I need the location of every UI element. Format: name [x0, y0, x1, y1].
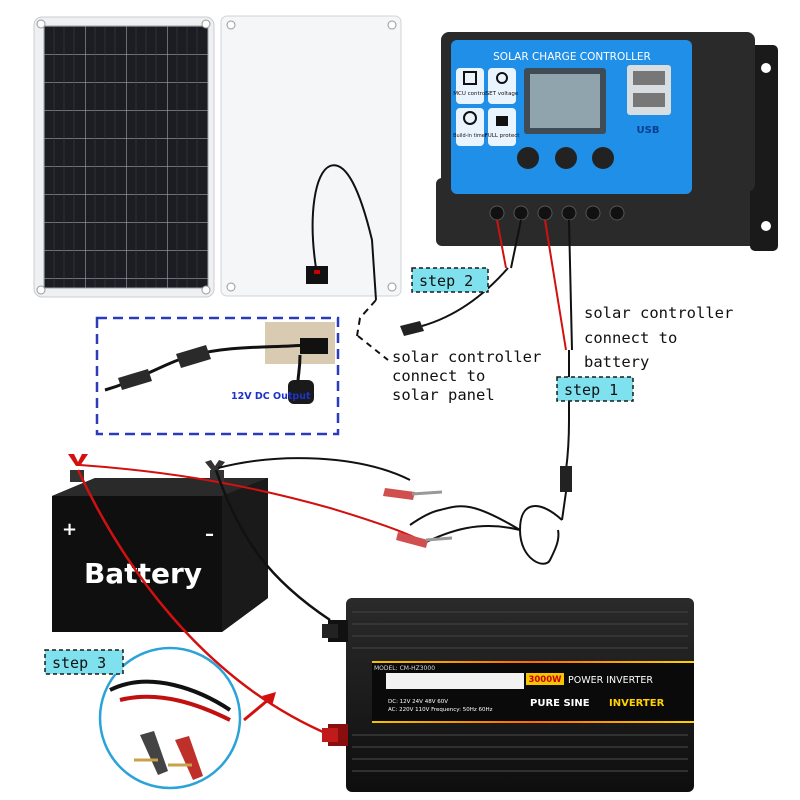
gear-icon: [496, 72, 508, 84]
full-label: FULL protect: [485, 133, 521, 139]
step3-badge: step 3: [44, 649, 124, 675]
svg-text:solar panel: solar panel: [392, 386, 495, 404]
svg-text:connect to: connect to: [392, 367, 485, 385]
panel-output-callout: 12V DC Output: [95, 316, 340, 436]
step3-clamps-callout: [98, 646, 242, 790]
clock-icon: [463, 111, 477, 125]
down-button[interactable]: [592, 147, 614, 169]
pure-text: PURE SINE: [530, 698, 590, 709]
svg-text:battery: battery: [584, 353, 649, 371]
chip-icon: [463, 71, 477, 85]
battery-plus: +: [62, 519, 77, 540]
step1-badge: step 1: [556, 376, 634, 402]
svg-text:step 3: step 3: [52, 654, 106, 672]
dc-output-label: 12V DC Output: [231, 391, 311, 402]
power-text: POWER INVERTER: [568, 675, 653, 686]
charge-controller: SOLAR CHARGE CONTROLLER MCU control SET …: [436, 32, 778, 251]
battery-minus: –: [205, 524, 214, 545]
solar-panel-front: [33, 16, 215, 298]
battery-label: Battery: [84, 557, 202, 590]
menu-button[interactable]: [517, 147, 539, 169]
dc-line: DC: 12V 24V 48V 60V: [388, 699, 448, 705]
mcu-label: MCU control: [453, 91, 487, 97]
step2-badge: step 2: [411, 267, 489, 293]
inverter-text: INVERTER: [609, 698, 665, 709]
power-badge: 3000W: [528, 675, 562, 685]
svg-text:connect to: connect to: [584, 329, 677, 347]
note-controller-to-panel: solar controller connect to solar panel: [392, 348, 541, 404]
svg-text:solar controller: solar controller: [392, 348, 541, 366]
solar-panel-back: [220, 15, 402, 301]
usb-label: USB: [637, 125, 660, 136]
up-button[interactable]: [555, 147, 577, 169]
note-controller-to-battery: solar controller connect to battery: [584, 304, 733, 371]
battery: + – Battery: [52, 470, 268, 632]
svg-text:step 1: step 1: [564, 381, 618, 399]
timer-label: Build-in timer: [453, 133, 488, 139]
ac-line: AC: 220V 110V Frequency: 50Hz 60Hz: [388, 707, 493, 713]
power-inverter: MODEL: CM-HZ3000 3000W POWER INVERTER DC…: [322, 598, 694, 792]
set-label: SET voltage: [486, 91, 519, 97]
svg-text:step 2: step 2: [419, 272, 473, 290]
inverter-model: MODEL: CM-HZ3000: [374, 665, 435, 672]
lock-icon: [496, 116, 508, 126]
svg-text:solar controller: solar controller: [584, 304, 733, 322]
controller-title: SOLAR CHARGE CONTROLLER: [493, 51, 651, 63]
